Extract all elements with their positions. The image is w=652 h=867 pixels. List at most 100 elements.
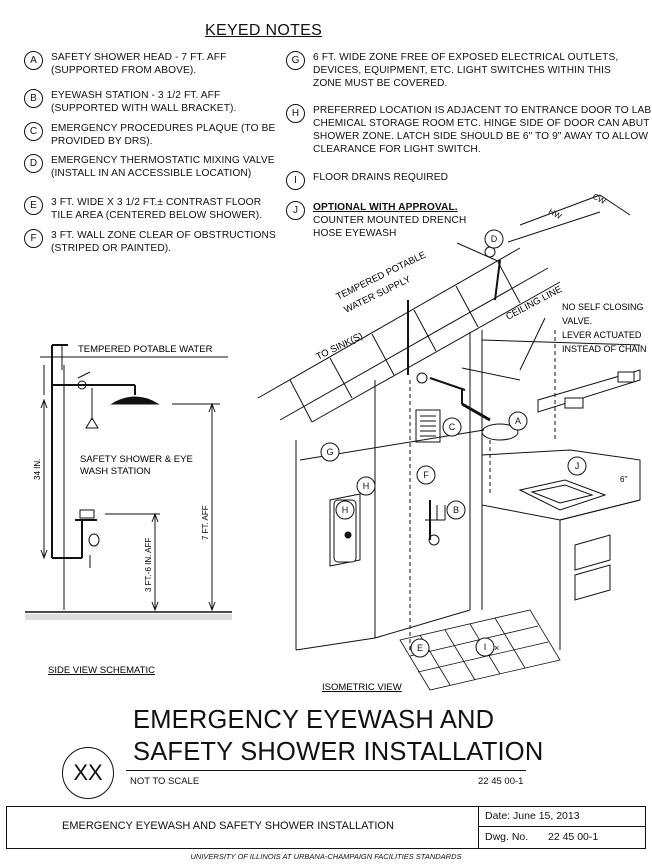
note-key-badge: H — [286, 104, 305, 123]
note-key-badge: B — [24, 89, 43, 108]
title-line-2: SAFETY SHOWER INSTALLATION — [133, 738, 544, 766]
keyed-note-f: F 3 FT. WALL ZONE CLEAR OF OBSTRUCTIONS (S… — [24, 229, 276, 255]
iso-caption: ISOMETRIC VIEW — [322, 682, 402, 693]
note-line: 3 FT. WALL ZONE CLEAR OF OBSTRUCTIONS — [51, 230, 276, 241]
svg-text:F: F — [423, 470, 429, 480]
svg-text:C: C — [449, 422, 456, 432]
ref-number: 22 45 00-1 — [478, 776, 524, 787]
note-line: CLEARANCE FOR LIGHT SWITCH. — [313, 144, 481, 155]
svg-text:G: G — [326, 447, 333, 457]
svg-text:A: A — [515, 416, 521, 426]
title-block-date: Date: June 15, 2013 — [485, 810, 580, 822]
keyed-note-b: B EYEWASH STATION - 3 1/2 FT. AFF (SUPPORT… — [24, 89, 236, 115]
note-key-badge: I — [286, 171, 305, 190]
svg-text:H: H — [363, 481, 370, 491]
title-block-left-border — [6, 806, 7, 848]
keyed-note-d: D EMERGENCY THERMOSTATIC MIXING VALVE (INS… — [24, 154, 275, 180]
keyed-notes-title: KEYED NOTES — [205, 22, 323, 39]
note-key-badge: E — [24, 196, 43, 215]
iso-valve-note-1: NO SELF CLOSING — [562, 302, 644, 312]
title-block-dwg-label: Dwg. No. — [485, 831, 529, 843]
keyed-note-h: H PREFERRED LOCATION IS ADJACENT TO ENTRA… — [286, 104, 652, 156]
iso-hw: HW — [547, 207, 563, 221]
svg-text:I: I — [484, 642, 487, 652]
sv-dim-34: 34 IN. — [33, 459, 42, 480]
side-view-schematic — [25, 344, 232, 620]
note-line: COUNTER MOUNTED DRENCH — [313, 215, 467, 226]
title-block-bottom-border — [6, 848, 646, 849]
note-line: SHOWER ZONE. LATCH SIDE SHOULD BE 6" TO … — [313, 131, 649, 142]
keyed-note-e: E 3 FT. WIDE x 3 1/2 FT.± CONTRAST FLOOR T… — [24, 196, 262, 222]
note-line: FLOOR DRAINS REQUIRED — [313, 172, 449, 183]
sv-tempered-label: TEMPERED POTABLE WATER — [78, 344, 213, 355]
sv-caption: SIDE VIEW SCHEMATIC — [48, 665, 155, 676]
note-line: 3 FT. WIDE x 3 1/2 FT.± CONTRAST FLOOR — [51, 197, 262, 208]
iso-marker-letters: D A C G H F B H J E I — [326, 234, 579, 653]
note-text: 6 FT. WIDE ZONE FREE OF EXPOSED ELECTRIC… — [313, 51, 618, 90]
note-line: HOSE EYEWASH — [313, 228, 397, 239]
note-text: FLOOR DRAINS REQUIRED — [313, 171, 448, 184]
sv-dim-7ft: 7 FT. AFF — [201, 505, 210, 540]
svg-text:E: E — [417, 643, 423, 653]
svg-text:J: J — [575, 461, 580, 471]
title-block-name: EMERGENCY EYEWASH AND SAFETY SHOWER INST… — [62, 820, 394, 832]
title-block-divider — [478, 806, 479, 848]
note-key-badge: J — [286, 201, 305, 220]
note-line: (INSTALL IN AN ACCESSIBLE LOCATION) — [51, 168, 252, 179]
keyed-note-j: J OPTIONAL WITH APPROVAL. COUNTER MOUNTED … — [286, 201, 466, 240]
note-line: EMERGENCY PROCEDURES PLAQUE (TO BE — [51, 123, 276, 134]
sv-dim-3ft6: 3 FT.-6 IN. AFF — [144, 538, 153, 592]
iso-six-in: 6" — [620, 475, 627, 484]
note-line: ZONE MUST BE COVERED. — [313, 78, 448, 89]
note-line: PREFERRED LOCATION IS ADJACENT TO ENTRAN… — [313, 105, 652, 116]
note-text: OPTIONAL WITH APPROVAL. COUNTER MOUNTED D… — [313, 201, 466, 240]
note-text: EMERGENCY THERMOSTATIC MIXING VALVE (INST… — [51, 154, 275, 180]
iso-valve-note-3: LEVER ACTUATED — [562, 330, 642, 340]
title-block-dwg-no: 22 45 00-1 — [548, 831, 599, 843]
footer-text: UNIVERSITY OF ILLINOIS AT URBANA-CHAMPAI… — [190, 852, 462, 861]
note-optional-label: OPTIONAL WITH APPROVAL. — [313, 202, 458, 213]
note-line: EMERGENCY THERMOSTATIC MIXING VALVE — [51, 155, 275, 166]
note-line: SAFETY SHOWER HEAD - 7 FT. AFF — [51, 52, 227, 63]
iso-drain-mark: × — [494, 643, 499, 653]
note-key-badge: F — [24, 229, 43, 248]
detail-symbol: XX — [62, 747, 114, 799]
iso-cw: CW — [591, 192, 607, 206]
title-underline — [126, 770, 526, 772]
note-key-badge: C — [24, 122, 43, 141]
keyed-note-a: A SAFETY SHOWER HEAD - 7 FT. AFF (SUPPORTE… — [24, 51, 226, 77]
note-line: (SUPPORTED FROM ABOVE). — [51, 65, 197, 76]
note-text: PREFERRED LOCATION IS ADJACENT TO ENTRAN… — [313, 104, 652, 156]
svg-text:H: H — [342, 505, 349, 515]
note-line: (SUPPORTED WITH WALL BRACKET). — [51, 103, 237, 114]
keyed-note-i: I FLOOR DRAINS REQUIRED — [286, 171, 448, 190]
title-block-row-divider — [478, 826, 646, 827]
iso-to-sink: TO SINK(S) — [314, 331, 364, 363]
note-line: DEVICES, EQUIPMENT, ETC. LIGHT SWITCHES … — [313, 65, 611, 76]
not-to-scale: NOT TO SCALE — [130, 776, 200, 787]
note-line: CHEMICAL STORAGE ROOM ETC. HINGE SIDE OF… — [313, 118, 652, 129]
note-line: EYEWASH STATION - 3 1/2 FT. AFF — [51, 90, 221, 101]
note-text: EYEWASH STATION - 3 1/2 FT. AFF (SUPPORTE… — [51, 89, 236, 115]
iso-markers — [320, 229, 587, 658]
note-line: TILE AREA (CENTERED BELOW SHOWER). — [51, 210, 263, 221]
title-block-right-border — [645, 806, 646, 848]
svg-text:B: B — [453, 505, 459, 515]
iso-valve-note-2: VALVE. — [562, 316, 592, 326]
title-block-top-border — [6, 806, 646, 807]
iso-valve-note-4: INSTEAD OF CHAIN — [562, 344, 647, 354]
note-text: 3 FT. WALL ZONE CLEAR OF OBSTRUCTIONS (ST… — [51, 229, 276, 255]
isometric-view — [257, 194, 641, 691]
svg-text:D: D — [491, 234, 498, 244]
note-text: SAFETY SHOWER HEAD - 7 FT. AFF (SUPPORTED… — [51, 51, 226, 77]
note-key-badge: D — [24, 154, 43, 173]
note-line: 6 FT. WIDE ZONE FREE OF EXPOSED ELECTRIC… — [313, 52, 619, 63]
note-line: (STRIPED OR PAINTED). — [51, 243, 172, 254]
note-key-badge: A — [24, 51, 43, 70]
note-text: 3 FT. WIDE x 3 1/2 FT.± CONTRAST FLOOR TI… — [51, 196, 262, 222]
